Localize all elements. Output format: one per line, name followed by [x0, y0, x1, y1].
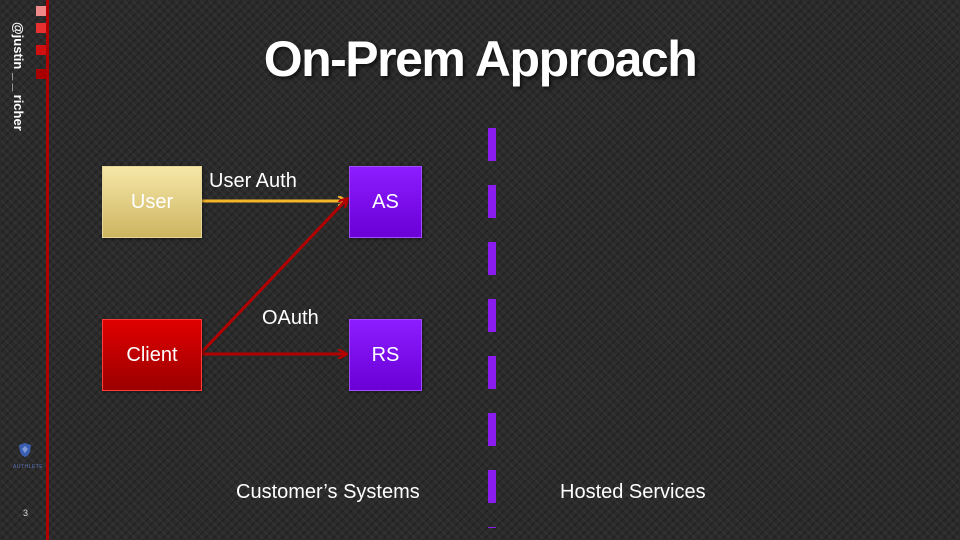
deco-square-2	[36, 23, 46, 33]
rs-node: RS	[349, 319, 422, 391]
client-node: Client	[102, 319, 202, 391]
user-auth-label: User Auth	[209, 170, 297, 192]
arrow-client-to-as	[198, 199, 347, 356]
slide-title: On-Prem Approach	[263, 31, 698, 87]
deco-square-3	[36, 45, 46, 55]
sidebar-line	[46, 0, 49, 540]
deco-square-1	[36, 6, 46, 16]
shield-icon	[19, 443, 31, 457]
user-node: User	[102, 166, 202, 238]
author-handle: @justin _ _ richer	[11, 22, 26, 131]
hosted-services-label: Hosted Services	[560, 481, 706, 503]
page-number: 3	[23, 508, 29, 518]
deco-square-4	[36, 69, 46, 79]
customer-systems-label: Customer’s Systems	[236, 481, 420, 503]
authlete-logo: AUTHLETE	[13, 442, 44, 470]
oauth-label: OAuth	[262, 307, 319, 329]
as-node: AS	[349, 166, 422, 238]
logo-text: AUTHLETE	[13, 464, 44, 470]
